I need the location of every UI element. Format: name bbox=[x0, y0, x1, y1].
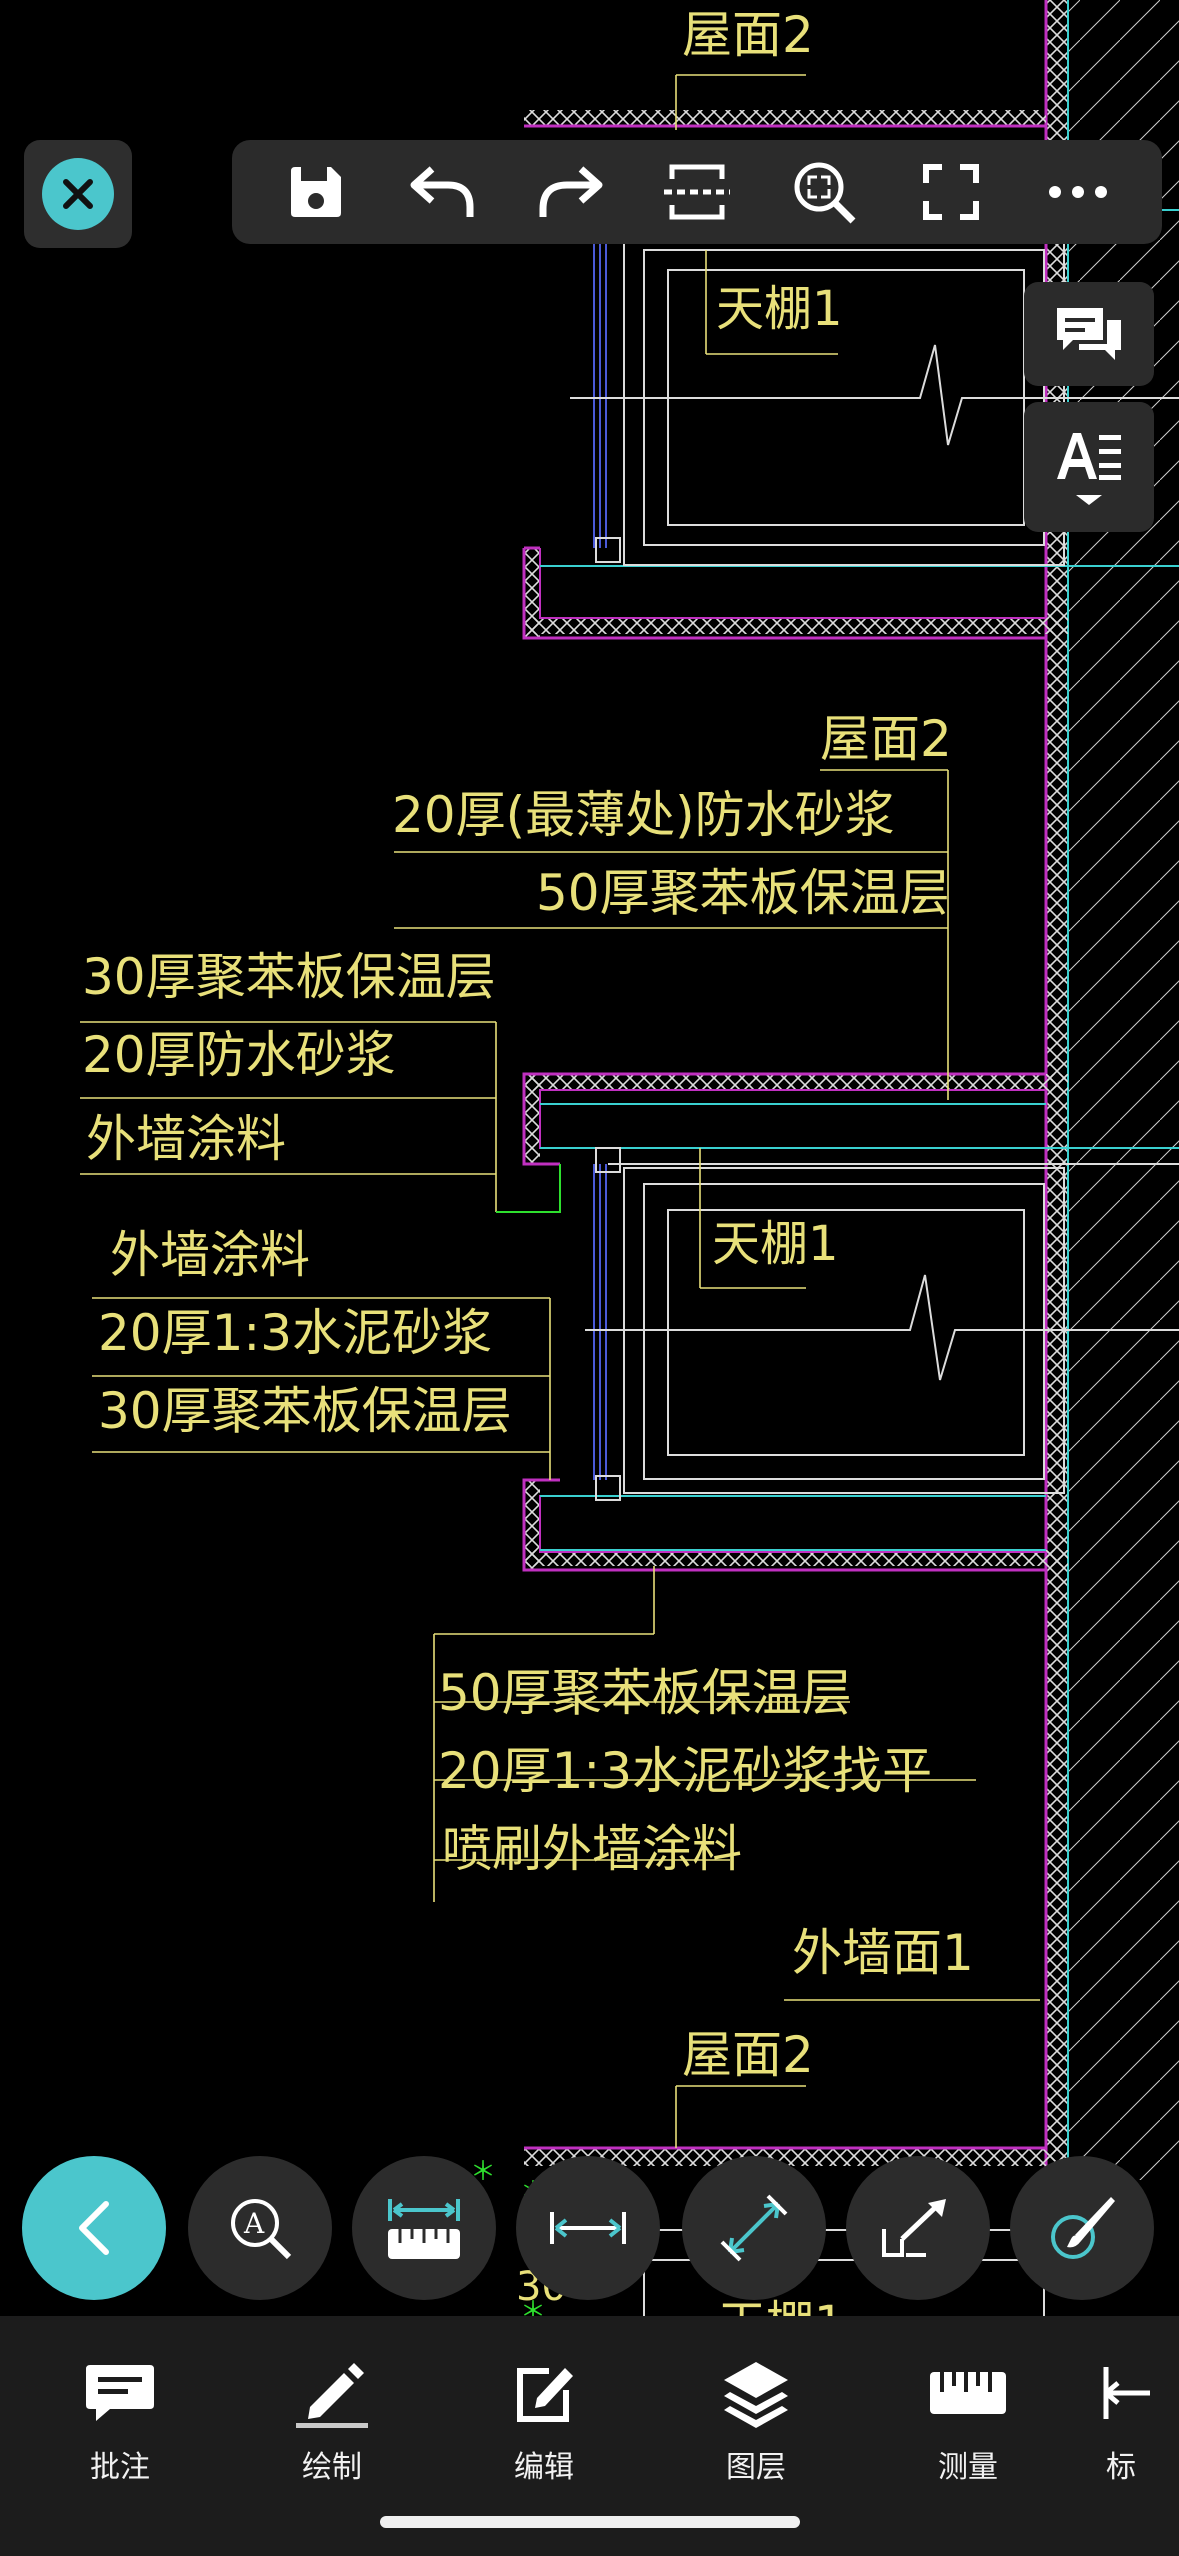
crop-icon bbox=[663, 164, 730, 220]
tab-annotation[interactable]: 批注 bbox=[40, 2350, 200, 2500]
label-waterproof-mortar: 20厚防水砂浆 bbox=[82, 1026, 396, 1084]
more-button[interactable] bbox=[1038, 152, 1118, 232]
leader-lines bbox=[80, 74, 1040, 2148]
label-exterior-paint-mid: 外墙涂料 bbox=[110, 1226, 310, 1284]
label-cement-mortar-leveling: 20厚1:3水泥砂浆找平 bbox=[438, 1742, 932, 1800]
fullscreen-button[interactable] bbox=[911, 152, 991, 232]
cad-labels: 屋面2 天棚1 屋面2 20厚(最薄处)防水砂浆 50厚聚苯板保温层 30厚聚苯… bbox=[82, 6, 974, 2352]
comments-icon bbox=[1057, 308, 1121, 360]
pencil-icon bbox=[296, 2363, 368, 2428]
label-ceiling-1-top: 天棚1 bbox=[716, 281, 843, 337]
layers-icon bbox=[724, 2362, 788, 2428]
linear-dimension-button[interactable] bbox=[516, 2156, 660, 2300]
tab-draw-label: 绘制 bbox=[302, 2450, 362, 2485]
tab-layers-label: 图层 bbox=[726, 2450, 786, 2485]
top-toolbar bbox=[232, 140, 1162, 244]
text-style-icon bbox=[1057, 433, 1121, 480]
label-eps-50-upper: 50厚聚苯板保温层 bbox=[536, 864, 950, 922]
tab-edit-label: 编辑 bbox=[514, 2450, 574, 2485]
aligned-dimension-button[interactable] bbox=[682, 2156, 826, 2300]
connector-line bbox=[496, 1164, 561, 1213]
svg-text:A: A bbox=[243, 2207, 265, 2240]
label-eps-30-upper: 30厚聚苯板保温层 bbox=[82, 948, 496, 1006]
tab-annotation-label: 批注 bbox=[90, 2450, 150, 2485]
linear-dimension-icon bbox=[550, 2212, 626, 2244]
close-icon bbox=[42, 158, 114, 230]
label-exterior-wall-1: 外墙面1 bbox=[792, 1924, 974, 1982]
label-spray-exterior-paint: 喷刷外墙涂料 bbox=[442, 1820, 742, 1878]
zoom-region-icon bbox=[794, 162, 856, 224]
label-ceiling-1-mid: 天棚1 bbox=[712, 1216, 839, 1272]
annotation-icon bbox=[86, 2365, 154, 2421]
tab-edit[interactable]: 编辑 bbox=[464, 2350, 624, 2500]
label-eps-30-mid: 30厚聚苯板保温层 bbox=[98, 1382, 512, 1440]
redo-icon bbox=[539, 166, 603, 217]
label-roof-2-bottom: 屋面2 bbox=[682, 2026, 814, 2084]
text-style-button[interactable] bbox=[1024, 402, 1154, 532]
redo-button[interactable] bbox=[530, 152, 610, 232]
label-exterior-paint-upper: 外墙涂料 bbox=[86, 1110, 286, 1168]
back-icon bbox=[79, 2201, 109, 2255]
tab-dimension-label: 标 bbox=[1106, 2450, 1136, 2485]
tab-dimension[interactable]: 标 bbox=[1100, 2350, 1179, 2500]
text-search-icon: A bbox=[231, 2199, 292, 2260]
label-waterproof-mortar-20: 20厚(最薄处)防水砂浆 bbox=[392, 786, 895, 844]
leader-button[interactable] bbox=[846, 2156, 990, 2300]
comments-button[interactable] bbox=[1024, 282, 1154, 386]
label-roof-2-top: 屋面2 bbox=[682, 6, 814, 64]
dimension-icon bbox=[1103, 2367, 1150, 2419]
crop-button[interactable] bbox=[657, 152, 737, 232]
label-roof-2-mid: 屋面2 bbox=[820, 710, 952, 768]
leader-icon bbox=[882, 2199, 946, 2257]
edit-icon bbox=[517, 2368, 573, 2422]
undo-icon bbox=[410, 166, 474, 217]
window-frames bbox=[593, 240, 607, 1480]
undo-button[interactable] bbox=[403, 152, 483, 232]
close-button[interactable] bbox=[24, 140, 132, 248]
tab-layers[interactable]: 图层 bbox=[676, 2350, 836, 2500]
text-search-button[interactable]: A bbox=[188, 2156, 332, 2300]
zoom-region-button[interactable] bbox=[784, 152, 864, 232]
tab-draw[interactable]: 绘制 bbox=[252, 2350, 412, 2500]
more-icon bbox=[1049, 186, 1108, 198]
tool-row: A bbox=[0, 2156, 1179, 2302]
aligned-dimension-icon bbox=[720, 2194, 788, 2262]
chevron-down-icon bbox=[1076, 495, 1102, 505]
label-cement-mortar-20: 20厚1:3水泥砂浆 bbox=[98, 1304, 492, 1362]
home-indicator bbox=[380, 2516, 800, 2528]
label-eps-50-lower: 50厚聚苯板保温层 bbox=[438, 1664, 852, 1722]
fullscreen-icon bbox=[923, 164, 980, 220]
ruler-measure-icon bbox=[388, 2199, 460, 2259]
brush-button[interactable] bbox=[1010, 2156, 1154, 2300]
tab-measure-label: 测量 bbox=[938, 2450, 998, 2485]
save-button[interactable] bbox=[276, 152, 356, 232]
ruler-measure-button[interactable] bbox=[352, 2156, 496, 2300]
back-button[interactable] bbox=[22, 2156, 166, 2300]
save-icon bbox=[290, 167, 341, 217]
brush-icon bbox=[1051, 2197, 1115, 2259]
tab-measure[interactable]: 测量 bbox=[888, 2350, 1048, 2500]
measure-icon bbox=[930, 2372, 1006, 2414]
